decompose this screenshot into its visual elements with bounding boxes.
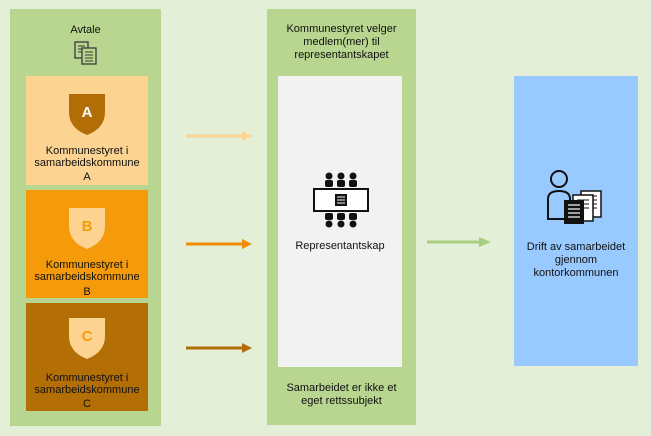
arrow-b [186,239,252,249]
arrow-c [186,343,252,353]
representative-council-label: Representantskap [295,240,385,252]
box-b-line1: Kommunestyret i [45,259,129,271]
meeting-table-icon [313,172,369,228]
council-bottom-line1: Samarbeidet er ikke et [286,382,397,394]
documents-icon [74,41,97,65]
operation-line2: gjennom [554,254,598,266]
municipality-box-a: A Kommunestyret i samarbeidskommune A [26,76,148,185]
shield-letter-a: A [82,104,93,121]
box-b-line3: B [83,286,91,298]
council-top-line3: representantskapet [294,49,389,61]
municipality-box-b: B Kommunestyret i samarbeidskommune B [26,190,148,298]
agreement-title: Avtale [70,24,101,36]
shield-icon-a: A [69,94,105,135]
shield-letter-c: C [82,328,93,345]
shield-letter-b: B [82,218,93,235]
council-top-line2: medlem(mer) til [303,36,380,48]
box-a-line1: Kommunestyret i [45,145,129,157]
operation-line3: kontorkommunen [533,267,619,279]
operation-line1: Drift av samarbeidet [526,241,626,253]
municipality-box-c: C Kommunestyret i samarbeidskommune C [26,303,148,411]
box-a-line3: A [83,171,91,183]
arrow-operation [427,237,491,247]
arrow-a [186,131,252,141]
council-bottom-line2: eget rettssubjekt [301,395,382,407]
office-worker-icon [547,170,602,224]
council-top-line1: Kommunestyret velger [286,23,397,35]
shield-icon-c: C [69,318,105,359]
box-b-line2: samarbeidskommune [34,271,140,283]
box-c-line2: samarbeidskommune [34,384,140,396]
box-a-line2: samarbeidskommune [34,157,140,169]
box-c-line1: Kommunestyret i [45,372,129,384]
shield-icon-b: B [69,208,105,249]
box-c-line3: C [83,398,91,410]
